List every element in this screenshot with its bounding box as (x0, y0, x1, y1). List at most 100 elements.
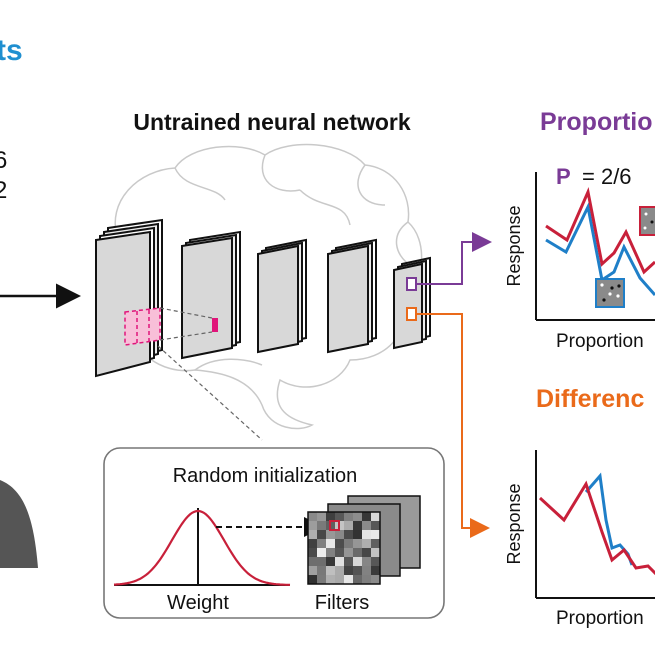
filter-cell (344, 521, 353, 530)
brain-outline-icon (106, 143, 423, 430)
filter-cell (326, 557, 335, 566)
filter-cell (308, 557, 317, 566)
filter-cell (308, 566, 317, 575)
layer-1 (95, 218, 163, 378)
filter-cell (308, 530, 317, 539)
layer-5 (393, 256, 431, 350)
filter-cell (353, 575, 362, 584)
filters-label: Filters (315, 592, 369, 614)
proportion-title: Proportio (540, 108, 653, 136)
network-title: Untrained neural network (133, 109, 411, 135)
filter-cell (317, 557, 326, 566)
filter-cell (353, 548, 362, 557)
filter-cell (353, 566, 362, 575)
filter-cell (344, 539, 353, 548)
left-text-line1: 6 (0, 147, 7, 174)
layer-2 (181, 230, 241, 360)
filter-cell (326, 530, 335, 539)
top-red-line (545, 186, 655, 275)
filter-cell (371, 566, 380, 575)
header-title-fragment: ts (0, 34, 23, 67)
filter-cell (326, 512, 335, 521)
filter-cell (353, 530, 362, 539)
filter-cell (335, 539, 344, 548)
filter-cell (371, 548, 380, 557)
left-text-line2: 2 (0, 177, 7, 204)
filter-cell (371, 575, 380, 584)
filter-cell (308, 512, 317, 521)
filter-cell (371, 539, 380, 548)
filter-cell (353, 557, 362, 566)
filter-cell (335, 530, 344, 539)
person-icon (0, 480, 38, 568)
p-value: = 2/6 (582, 164, 632, 189)
filter-cell (317, 521, 326, 530)
filter-cell (362, 575, 371, 584)
filter-cell (326, 548, 335, 557)
filter-cell (344, 548, 353, 557)
filter-cell (344, 512, 353, 521)
filter-cell (317, 548, 326, 557)
receptive-field (124, 307, 161, 346)
layer-3 (257, 238, 307, 354)
filter-cell (326, 575, 335, 584)
filter-cell (308, 548, 317, 557)
top-axes (535, 172, 655, 321)
filter-cell (308, 575, 317, 584)
filter-cell (326, 539, 335, 548)
filter-cell (317, 512, 326, 521)
top-ylabel: Response (504, 205, 524, 286)
filter-cell (335, 557, 344, 566)
random-init-title: Random initialization (173, 465, 358, 487)
filter-cell (335, 512, 344, 521)
difference-unit-marker (406, 307, 417, 321)
filter-cell (353, 521, 362, 530)
filter-cell (362, 566, 371, 575)
filter-cell (371, 557, 380, 566)
gaussian-curve (113, 508, 291, 586)
difference-arrow (416, 313, 490, 538)
proportion-arrow (416, 232, 492, 285)
filter-cell (371, 530, 380, 539)
filter-cell (326, 566, 335, 575)
filter-cell (353, 539, 362, 548)
weight-label: Weight (167, 592, 229, 614)
top-xlabel: Proportion (556, 331, 644, 352)
filter-cell (344, 530, 353, 539)
filter-cell (335, 566, 344, 575)
filter-cell (362, 548, 371, 557)
layer-4 (327, 238, 377, 354)
filter-cell (362, 512, 371, 521)
filter-cell (308, 539, 317, 548)
filter-cell (317, 539, 326, 548)
bottom-xlabel: Proportion (556, 608, 644, 629)
filter-cell (362, 557, 371, 566)
bottom-red-line (538, 480, 655, 576)
filters-stack (307, 495, 421, 585)
p-label: P (556, 164, 571, 189)
unit-highlight (212, 318, 218, 332)
filter-cell (344, 566, 353, 575)
difference-title: Differenc (536, 385, 644, 413)
bottom-axes (535, 450, 655, 599)
filter-cell (353, 512, 362, 521)
filter-cell (362, 539, 371, 548)
filter-cell (317, 575, 326, 584)
top-blue-line (545, 202, 655, 296)
filter-cell (317, 530, 326, 539)
filter-cell (335, 575, 344, 584)
stimulus-thumb-red (639, 206, 655, 236)
connector-lines (157, 307, 263, 441)
stimulus-thumb-blue (595, 278, 625, 308)
bottom-ylabel: Response (504, 483, 524, 564)
filter-cell (344, 575, 353, 584)
proportion-unit-marker (406, 277, 417, 291)
filter-cell (335, 548, 344, 557)
filter-cell (317, 566, 326, 575)
filter-cell (371, 521, 380, 530)
filter-cell (308, 521, 317, 530)
filter-cell (344, 557, 353, 566)
filter-cell (371, 512, 380, 521)
filter-cell (362, 530, 371, 539)
